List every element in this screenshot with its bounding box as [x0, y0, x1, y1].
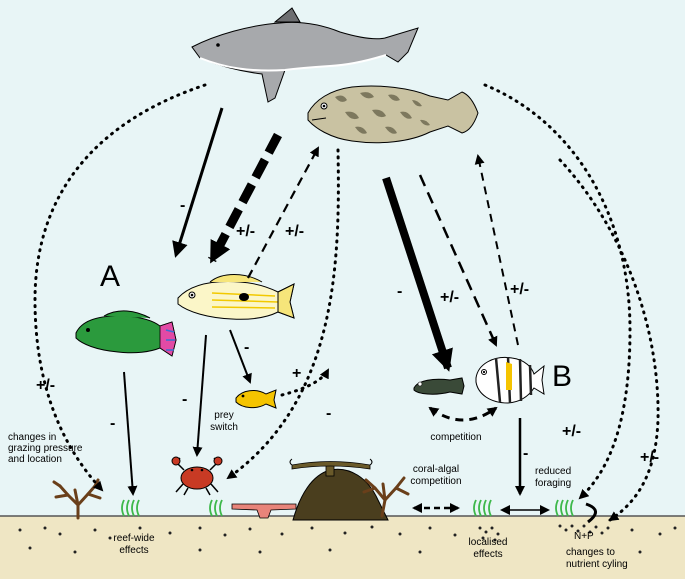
shark-icon [191, 7, 419, 103]
sign-shark-right: +/- [562, 423, 581, 440]
coral-rock [292, 468, 389, 521]
branching-coral-icon-2 [362, 476, 410, 518]
arrow-shark-to-snapper-dashed [208, 132, 282, 264]
sign-damsel-seabed: - [523, 445, 528, 462]
snapper-icon [177, 274, 295, 320]
damselfish-icon [235, 389, 277, 409]
seabed [0, 515, 685, 579]
arrow-snapper-to-damselfish [229, 329, 252, 384]
arrow-damsel-to-grouper [474, 154, 519, 346]
table-coral-icon [289, 458, 373, 477]
sign-grouper-damsel: +/- [440, 289, 459, 306]
annotation-nutrient: N+P [574, 531, 594, 542]
sign-damselfish-grouper: + [292, 365, 301, 382]
arrow-snapper-to-crab [192, 334, 207, 457]
algae-icon [121, 499, 574, 517]
label-a: A [100, 260, 120, 293]
annotation-competition: competition [430, 432, 481, 443]
arrow-shark-nutrient [483, 83, 632, 500]
sign-dashed-snapper: +/- [236, 223, 255, 240]
sign-snapper-grouper: +/- [285, 223, 304, 240]
sign-grouper-right: +/- [640, 449, 659, 466]
arrow-damselfish-to-grouper [280, 368, 330, 397]
sign-grouper-crab: - [326, 405, 331, 422]
grouper-icon [307, 85, 479, 144]
sign-shark-snapper: - [180, 197, 185, 214]
sergeant-major-icon [475, 356, 545, 404]
sign-snapper-damselfish: - [244, 339, 249, 356]
arrow-grouper-to-damsel [418, 174, 498, 347]
nutrient-curve [585, 502, 597, 524]
sign-parrotfish-algae: - [110, 415, 115, 432]
arrow-competition [428, 406, 498, 422]
arrow-grouper-to-goby [382, 176, 453, 372]
sign-grouper-goby: - [397, 283, 402, 300]
plate-coral-icon [231, 503, 297, 519]
parrotfish-icon [75, 310, 177, 357]
sign-snapper-crab: - [182, 391, 187, 408]
arrow-snapper-to-grouper [247, 146, 319, 279]
arrow-shark-to-snapper [172, 107, 224, 258]
arrow-grouper-nutrient [558, 158, 660, 522]
label-b: B [552, 360, 572, 393]
sign-shark-left: +/- [36, 377, 55, 394]
crab-icon [171, 456, 223, 496]
arrow-parrotfish-to-algae [123, 371, 138, 496]
arrow-grouper-to-crab [226, 148, 340, 480]
goby-icon [413, 377, 465, 395]
sign-damsel-grouper: +/- [510, 281, 529, 298]
arrow-shark-reef-wide [33, 83, 207, 492]
